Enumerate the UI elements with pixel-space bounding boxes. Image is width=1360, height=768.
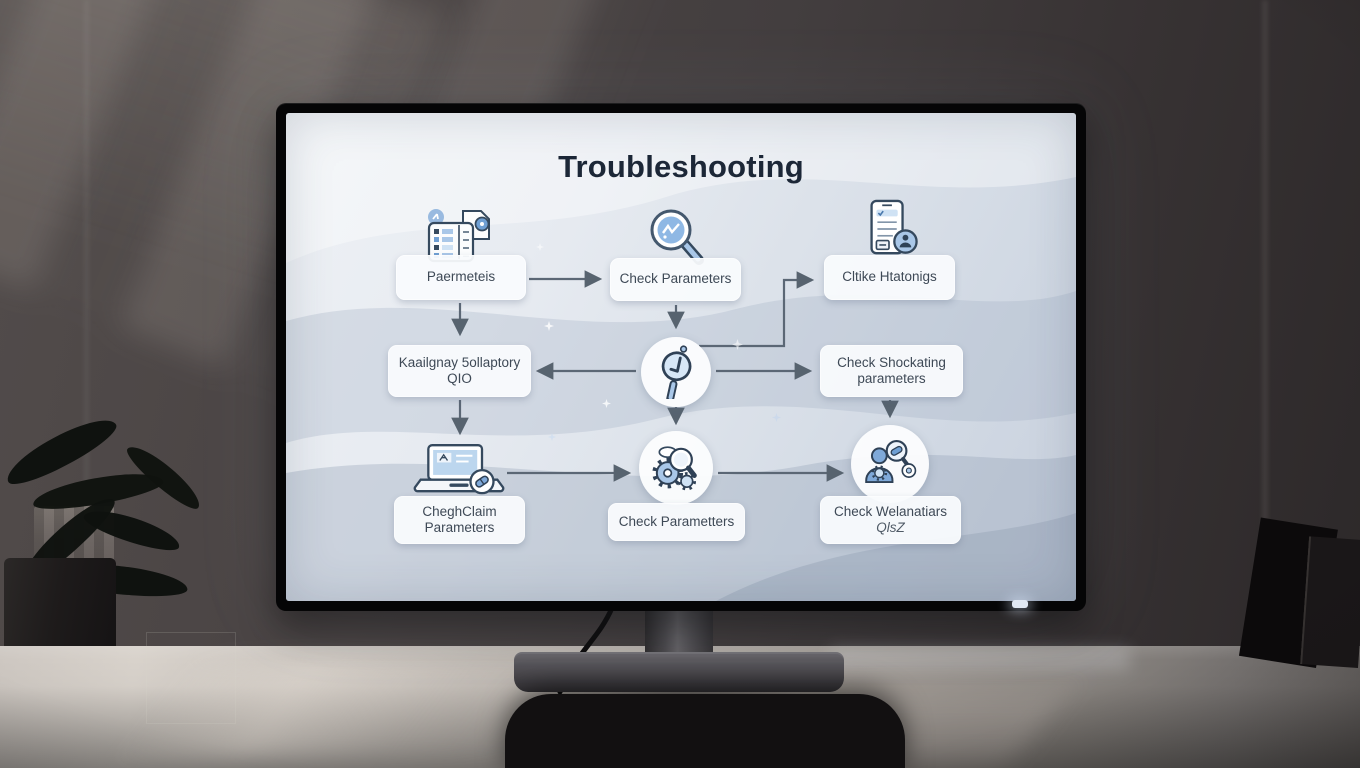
node-check-welanatiars: Check Welanatiars QlsZ [820,496,961,544]
node-label: Kaailgnay 5ollaptory [398,354,521,370]
screen: Troubleshooting [286,113,1076,601]
node-label-line2: parameters [857,371,926,386]
node-label: Cltike Htatonigs [842,269,937,285]
node-label: CheghClaim [422,503,497,519]
monitor-stand-neck [645,609,713,659]
flow-arrows [451,270,899,482]
sparkle-decoration [536,243,544,251]
sparkle-decoration [548,433,556,441]
node-label: Check Parameters [619,271,732,287]
magnifier-icon [641,205,711,265]
book [1300,536,1360,668]
sparkle-decoration [602,399,611,408]
node-check-parameters: Check Parameters [610,258,741,301]
monitor: Troubleshooting [276,103,1086,611]
sparkle-decoration [732,339,743,350]
chair-silhouette [505,694,905,768]
node-cheghclaim: CheghClaim Parameters [394,496,525,544]
laptop-icon [413,443,505,501]
node-kaailgnay: Kaailgnay 5ollaptory QIO [388,345,531,397]
sparkle-decoration [772,413,781,422]
checklist-board-icon [423,207,499,263]
node-label: Paermeteis [426,269,496,285]
node-check-shockating: Check Shockating parameters [820,345,963,397]
magnifier-check-icon [641,337,711,407]
node-paermeteis: Paermeteis [396,255,526,300]
node-cltike-htatonigs: Cltike Htatonigs [824,255,955,300]
power-led-icon [1012,600,1028,608]
sparkle-decoration [544,321,554,331]
slide-title: Troubleshooting [558,149,804,184]
gears-magnifier-icon [639,431,713,505]
person-magnifier-icon [851,425,929,503]
node-check-parametters: Check Parametters [608,503,745,541]
node-label: Check Welanatiars [833,503,948,519]
node-label-line2: QIO [447,371,472,386]
node-label: Check Shockating [837,354,946,370]
desk-backlight [830,648,1130,670]
monitor-stand-base [514,652,844,692]
wall-corner-right [1262,0,1268,710]
desk-object-outline [146,632,236,724]
wall-corner-left [84,0,89,660]
node-label-line2: QlsZ [876,520,905,535]
node-label: Check Parametters [618,513,735,529]
phone-checklist-icon [856,199,922,259]
node-label-line2: Parameters [424,520,495,535]
